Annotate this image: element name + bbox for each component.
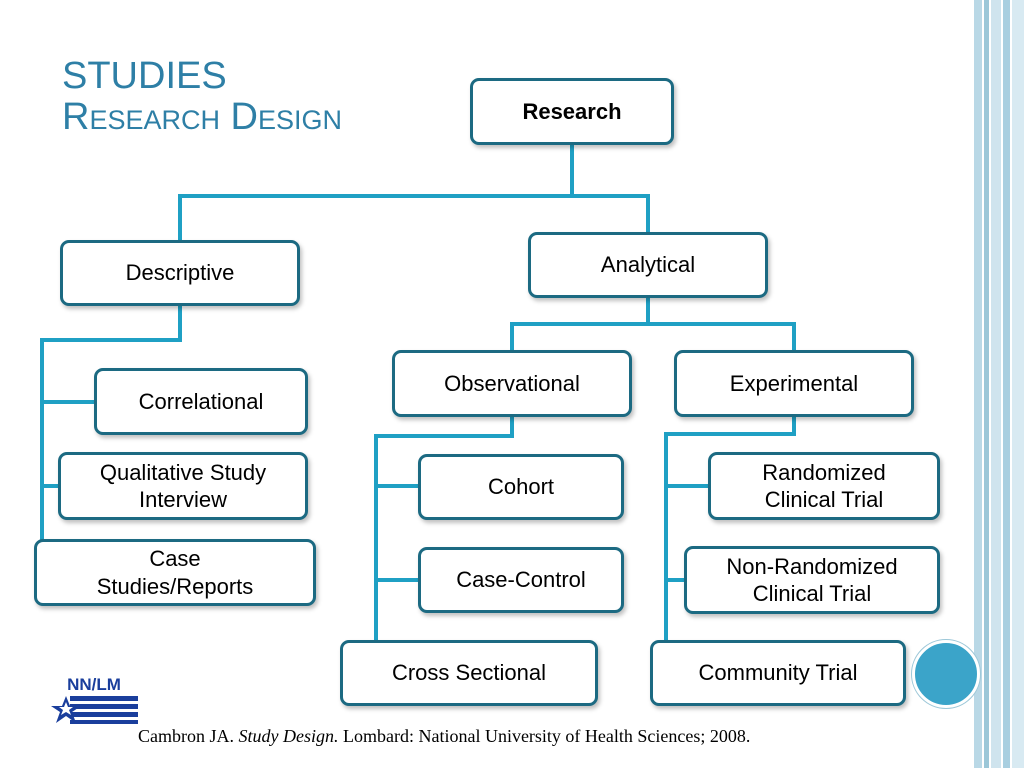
node-analytical-label: Analytical	[600, 252, 696, 278]
node-non-randomized-label: Non-Randomized Clinical Trial	[726, 553, 898, 607]
node-descriptive: Descriptive	[60, 240, 300, 306]
node-experimental: Experimental	[674, 350, 914, 417]
slide-title: STUDIES Research Design	[62, 55, 342, 139]
node-analytical: Analytical	[528, 232, 768, 298]
accent-circle	[912, 640, 980, 708]
node-cross-sectional: Cross Sectional	[340, 640, 598, 706]
node-community-trial-label: Community Trial	[698, 660, 858, 686]
node-non-randomized: Non-Randomized Clinical Trial	[684, 546, 940, 614]
node-observational: Observational	[392, 350, 632, 417]
citation-work: Study Design.	[238, 726, 339, 746]
slide-title-line2: Research Design	[62, 96, 342, 139]
nnlm-logo: NN/LM	[51, 675, 138, 724]
node-descriptive-label: Descriptive	[125, 260, 235, 286]
citation-author: Cambron JA.	[138, 726, 234, 746]
node-randomized: Randomized Clinical Trial	[708, 452, 940, 520]
node-case-studies-label: Case Studies/Reports	[96, 546, 254, 599]
node-cohort-label: Cohort	[487, 474, 555, 500]
node-cross-sectional-label: Cross Sectional	[391, 660, 547, 686]
node-randomized-label: Randomized Clinical Trial	[762, 459, 886, 513]
nnlm-logo-text: NN/LM	[67, 675, 121, 694]
node-experimental-label: Experimental	[729, 370, 859, 396]
node-qualitative-label: Qualitative Study Interview	[99, 459, 267, 513]
node-case-control: Case-Control	[418, 547, 624, 613]
citation: Cambron JA. Study Design. Lombard: Natio…	[138, 726, 750, 747]
node-case-studies: Case Studies/Reports	[34, 539, 316, 606]
node-correlational-label: Correlational	[138, 388, 264, 414]
node-qualitative: Qualitative Study Interview	[58, 452, 308, 520]
node-research: Research	[470, 78, 674, 145]
node-community-trial: Community Trial	[650, 640, 906, 706]
node-research-label: Research	[522, 98, 622, 124]
node-correlational: Correlational	[94, 368, 308, 435]
node-observational-label: Observational	[444, 370, 580, 396]
slide-title-line1: STUDIES	[62, 55, 227, 97]
node-cohort: Cohort	[418, 454, 624, 520]
node-case-control-label: Case-Control	[456, 567, 586, 593]
citation-publisher: Lombard: National University of Health S…	[342, 726, 751, 746]
